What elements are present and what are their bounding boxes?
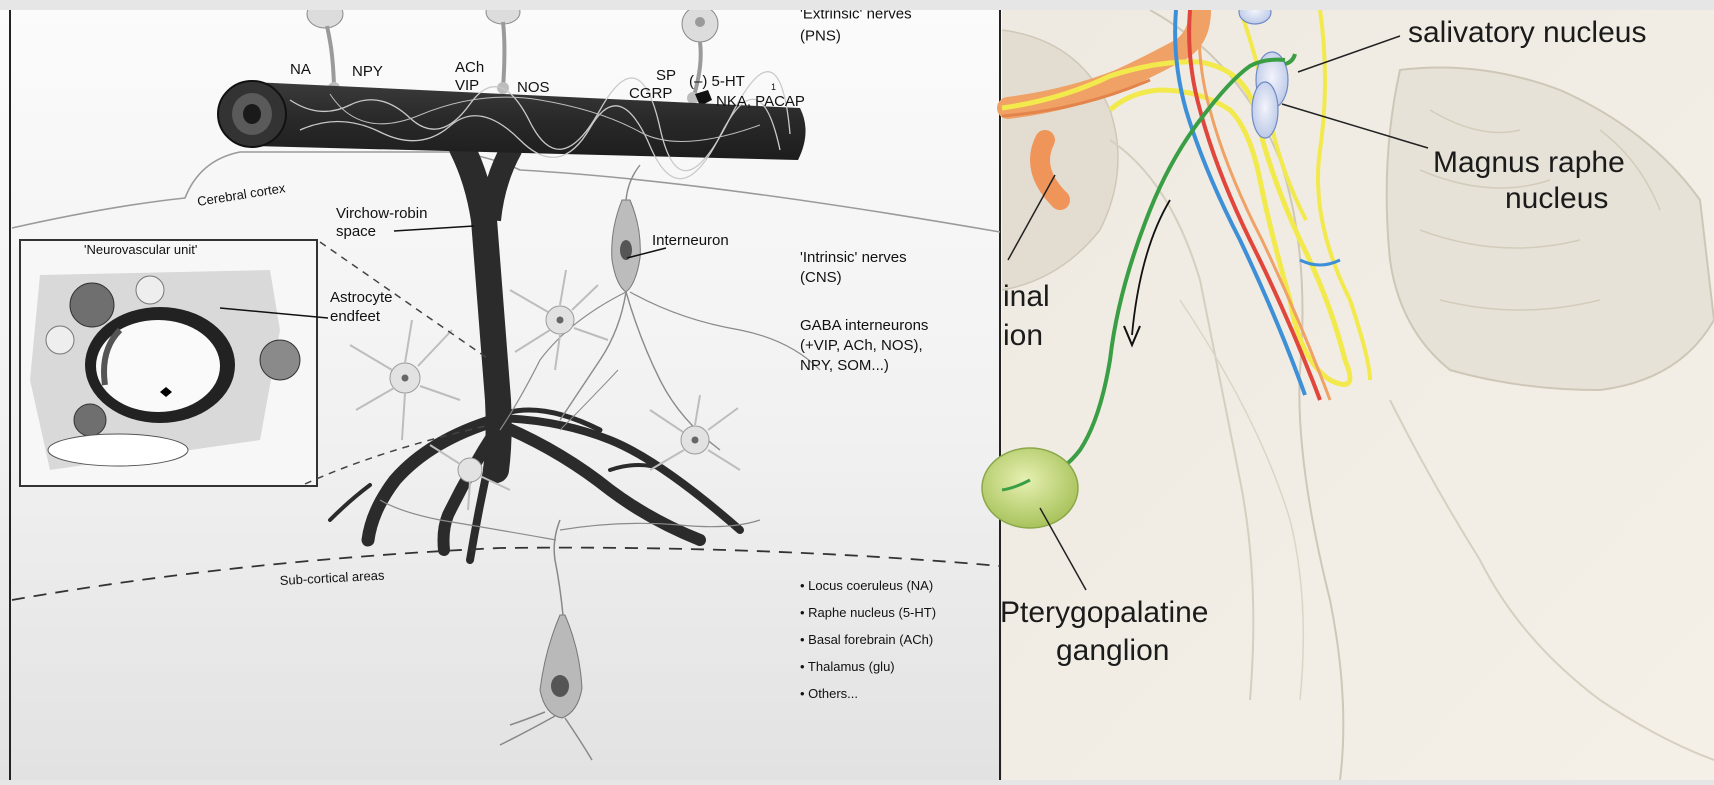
trigeminal-label-line2: ion xyxy=(1003,319,1043,352)
virchow-robin-label-line2: space xyxy=(336,223,376,240)
source-2: • Raphe nucleus (5-HT) xyxy=(800,605,936,620)
astrocyte-1-nucleus xyxy=(402,375,409,382)
virchow-robin-label-line1: Virchow-robin xyxy=(336,205,427,222)
label-ach: ACh xyxy=(455,59,484,76)
inset-neuron-profile-2 xyxy=(74,404,106,436)
top-strip xyxy=(0,0,1714,10)
astrocyte-4-soma xyxy=(458,458,482,482)
magnus-raphe-label-line1: Magnus raphe xyxy=(1433,146,1625,179)
label-5ht1-subscript: 1 xyxy=(771,82,776,92)
left-panel: 'Extrinsic' nerves (PNS) NA NPY ACh VIP … xyxy=(0,0,1002,780)
right-panel: salivatory nucleus Magnus raphe nucleus … xyxy=(982,0,1714,780)
pterygopalatine-label-line2: ganglion xyxy=(1056,634,1169,667)
extrinsic-nucleus-sp xyxy=(695,17,705,27)
subcortical-nucleus xyxy=(551,675,569,697)
label-vip: VIP xyxy=(455,77,479,94)
inset-neuron-profile-1 xyxy=(260,340,300,380)
label-cgrp: CGRP xyxy=(629,85,672,102)
astrocyte-label-line1: Astrocyte xyxy=(330,289,393,306)
label-nos: NOS xyxy=(517,79,550,96)
label-5ht1: (–) 5-HT xyxy=(689,73,745,90)
pterygopalatine-ganglion xyxy=(982,448,1078,528)
magnus-raphe-nucleus xyxy=(1252,82,1278,138)
astrocyte-3-nucleus xyxy=(692,437,699,444)
intrinsic-label: 'Intrinsic' nerves xyxy=(800,249,907,266)
gaba-line-3: NPY, SOM...) xyxy=(800,357,889,374)
astrocyte-label-line2: endfeet xyxy=(330,308,381,325)
extrinsic-axon-ach xyxy=(503,22,505,88)
label-na: NA xyxy=(290,61,311,78)
gaba-line-1: GABA interneurons xyxy=(800,317,928,334)
astrocyte-2-nucleus xyxy=(557,317,564,324)
salivatory-nucleus-label: salivatory nucleus xyxy=(1408,16,1646,49)
artery-lumen xyxy=(243,104,261,124)
inset-vesicle-1 xyxy=(136,276,164,304)
source-3: • Basal forebrain (ACh) xyxy=(800,632,933,647)
extrinsic-sub: (PNS) xyxy=(800,27,841,44)
label-sp: SP xyxy=(656,67,676,84)
label-nka-pacap: NKA, PACAP xyxy=(716,93,805,110)
source-1: • Locus coeruleus (NA) xyxy=(800,578,933,593)
source-5: • Others... xyxy=(800,686,858,701)
neurovascular-unit-inset xyxy=(20,240,317,486)
magnus-raphe-label-line2: nucleus xyxy=(1505,182,1608,215)
inset-myelin-profile xyxy=(48,434,188,466)
inset-vesicle-2 xyxy=(46,326,74,354)
pterygopalatine-label-line1: Pterygopalatine xyxy=(1000,596,1208,629)
trigeminal-label-line1: inal xyxy=(1003,280,1050,313)
inset-pericyte-1 xyxy=(70,283,114,327)
neurovascular-unit-label: 'Neurovascular unit' xyxy=(84,242,197,257)
source-4: • Thalamus (glu) xyxy=(800,659,895,674)
gaba-line-2: (+VIP, ACh, NOS), xyxy=(800,337,923,354)
interneuron-label: Interneuron xyxy=(652,232,729,249)
intrinsic-sub: (CNS) xyxy=(800,269,842,286)
label-npy: NPY xyxy=(352,63,383,80)
